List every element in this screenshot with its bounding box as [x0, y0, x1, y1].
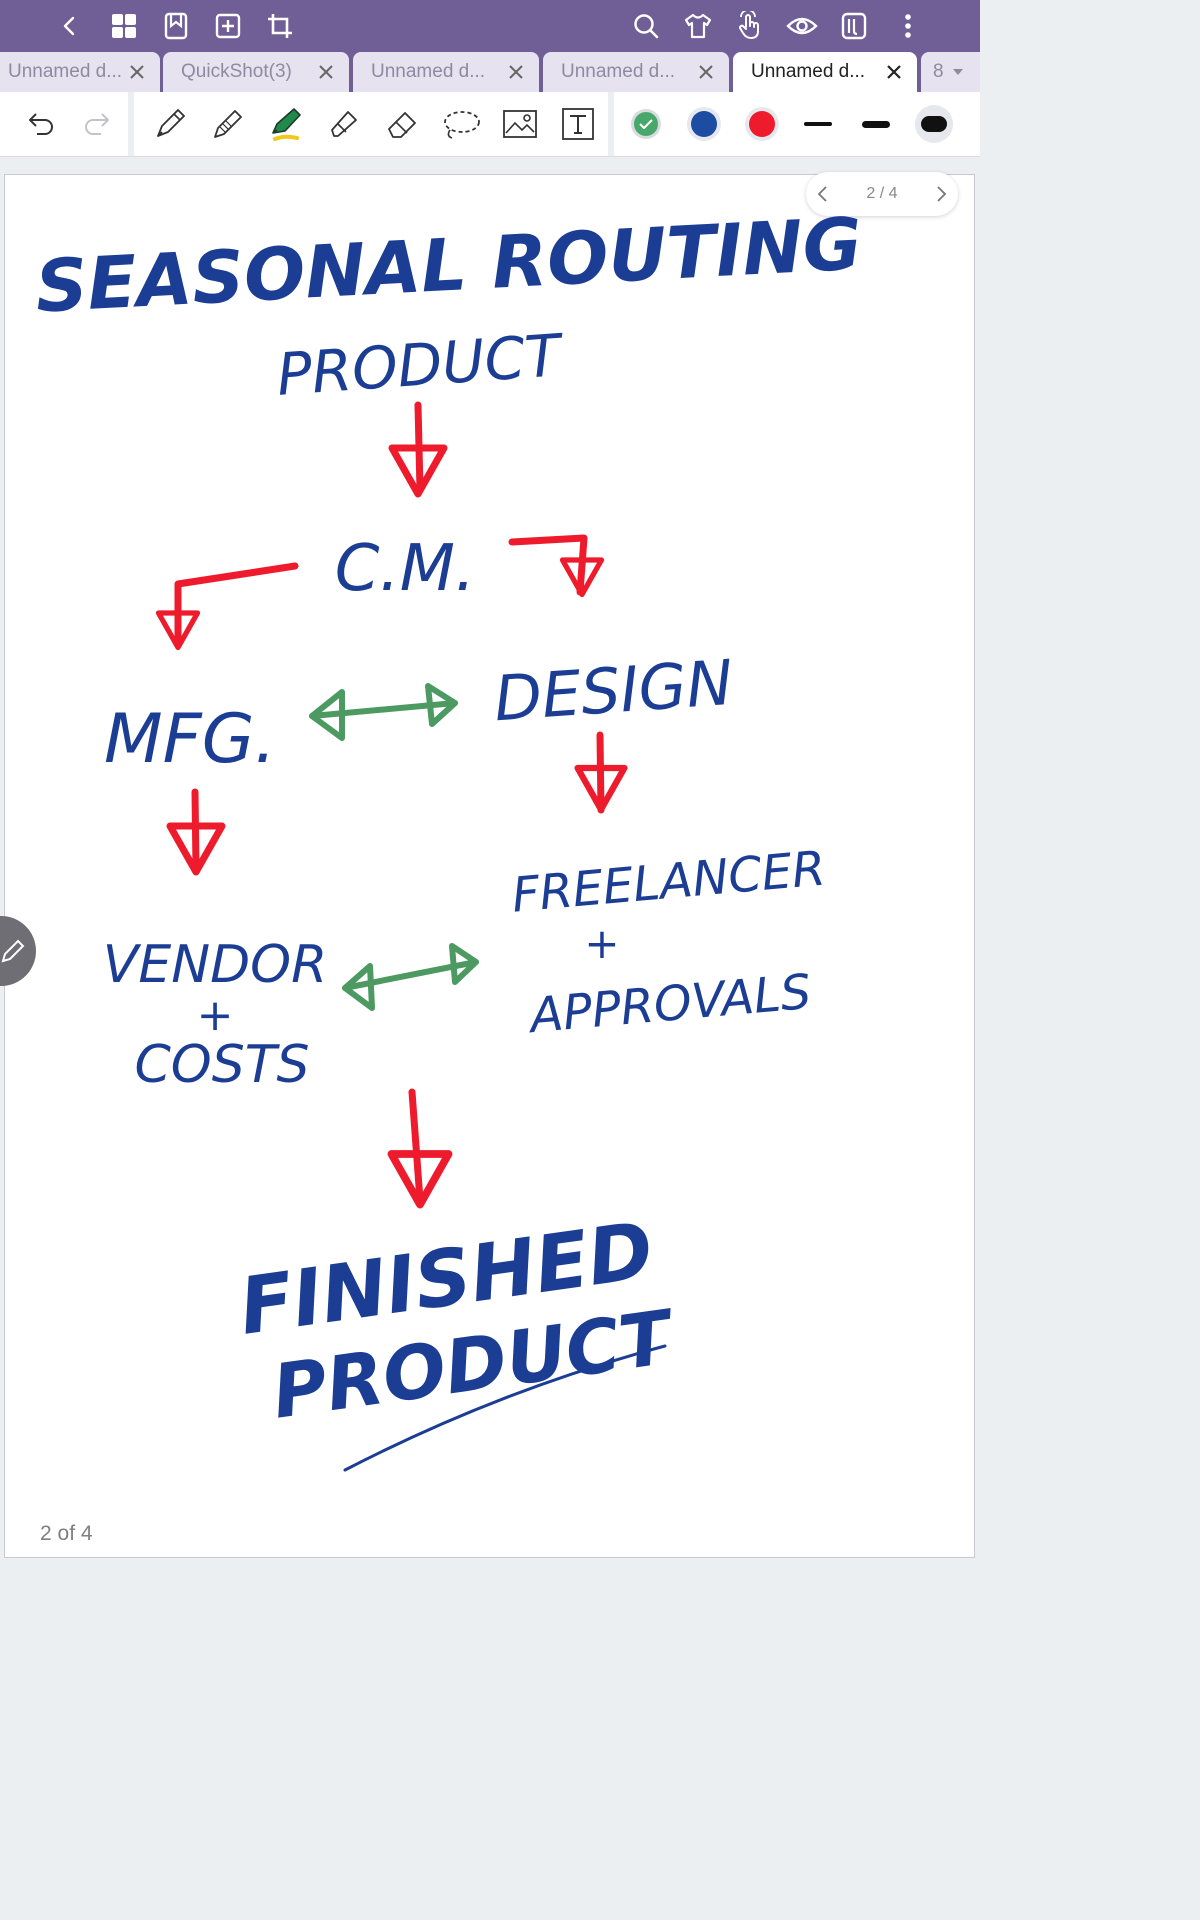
underline-stroke [343, 1344, 667, 1472]
double-arrow-vendor-freelancer [342, 943, 479, 1011]
handwritten-diagram: SEASONAL ROUTING PRODUCT C.M. DESIGN MFG… [33, 201, 864, 1472]
add-page-icon[interactable] [208, 6, 248, 46]
color-swatch-blue[interactable] [680, 100, 728, 148]
undo-icon[interactable] [18, 100, 66, 148]
lasso-icon[interactable] [438, 100, 486, 148]
stroke-sample [862, 120, 890, 128]
tab-doc-4[interactable]: Unnamed d... [543, 52, 729, 92]
arrow-product-to-cm [392, 401, 444, 494]
stroke-width-medium[interactable] [852, 100, 900, 148]
top-app-bar [0, 0, 980, 52]
pen-toolbar [0, 92, 980, 157]
image-icon[interactable] [496, 100, 544, 148]
tab-label: Unnamed d... [751, 61, 866, 82]
grid-icon[interactable] [104, 6, 144, 46]
chevron-down-icon [952, 69, 963, 75]
marker-icon[interactable] [320, 100, 368, 148]
eye-icon[interactable] [782, 6, 822, 46]
node-design: DESIGN [492, 646, 735, 735]
tab-label: Unnamed d... [8, 61, 123, 82]
redo-icon[interactable] [72, 100, 120, 148]
chevron-left-icon[interactable] [816, 185, 830, 203]
arrow-design-to-freelancer [578, 731, 625, 814]
stroke-sample [804, 122, 832, 126]
page-navigator: 2 / 4 [806, 172, 958, 216]
node-costs: COSTS [134, 1035, 309, 1095]
double-arrow-mfg-design [309, 683, 458, 741]
tab-count: 8 [933, 61, 944, 82]
pen-icon [1, 939, 25, 963]
node-approvals: APPROVALS [525, 964, 813, 1045]
reader-icon[interactable] [834, 6, 874, 46]
tab-label: Unnamed d... [561, 61, 676, 82]
back-icon[interactable] [50, 6, 90, 46]
highlighter-icon[interactable] [262, 100, 310, 148]
bookmark-icon[interactable] [156, 6, 196, 46]
tab-label: QuickShot(3) [181, 61, 292, 82]
arrow-cm-to-design [508, 534, 602, 595]
arrow-to-finished-product [391, 1088, 448, 1205]
plus-sign: + [584, 919, 619, 968]
node-mfg: MFG. [104, 700, 276, 779]
tab-doc-1[interactable]: Unnamed d... [0, 52, 160, 92]
tab-overflow-menu[interactable]: 8 [921, 52, 980, 92]
search-icon[interactable] [626, 6, 666, 46]
title-seasonal-routing: SEASONAL ROUTING [33, 201, 863, 328]
close-icon[interactable] [126, 61, 148, 83]
node-vendor: VENDOR [103, 935, 327, 995]
stroke-width-thick[interactable] [910, 100, 958, 148]
stroke-width-thin[interactable] [794, 100, 842, 148]
fountain-pen-icon[interactable] [146, 100, 194, 148]
toolbar-divider [128, 92, 134, 156]
swatch-dot [749, 111, 775, 137]
tab-doc-2[interactable]: QuickShot(3) [163, 52, 349, 92]
chevron-right-icon[interactable] [934, 185, 948, 203]
close-icon[interactable] [505, 61, 527, 83]
stroke-selected-ring [915, 105, 953, 143]
tab-doc-3[interactable]: Unnamed d... [353, 52, 539, 92]
close-icon[interactable] [883, 61, 905, 83]
touch-icon[interactable] [730, 6, 770, 46]
arrow-cm-to-mfg [159, 562, 299, 648]
eraser-icon[interactable] [378, 100, 426, 148]
arrow-mfg-to-vendor [170, 788, 222, 872]
stroke-sample [921, 116, 947, 132]
text-icon[interactable] [554, 100, 602, 148]
close-icon[interactable] [315, 61, 337, 83]
close-icon[interactable] [695, 61, 717, 83]
toolbar-divider [608, 92, 614, 156]
pencil-icon[interactable] [204, 100, 252, 148]
color-swatch-red[interactable] [738, 100, 786, 148]
more-icon[interactable] [888, 6, 928, 46]
node-product: PRODUCT [275, 321, 568, 409]
node-freelancer: FREELANCER [510, 840, 828, 923]
swatch-dot [691, 111, 717, 137]
note-page[interactable] [4, 174, 975, 1558]
crop-icon[interactable] [260, 6, 300, 46]
tab-doc-5-active[interactable]: Unnamed d... [733, 52, 917, 92]
page-indicator: 2 / 4 [866, 185, 898, 202]
node-cm: C.M. [335, 532, 476, 606]
shirt-icon[interactable] [678, 6, 718, 46]
selected-check-icon [631, 109, 661, 139]
plus-sign: + [197, 990, 234, 1041]
tab-label: Unnamed d... [371, 61, 486, 82]
page-footer-label: 2 of 4 [40, 1522, 93, 1545]
document-tabs: Unnamed d... QuickShot(3) Unnamed d... U… [0, 52, 980, 92]
color-swatch-green[interactable] [622, 100, 670, 148]
